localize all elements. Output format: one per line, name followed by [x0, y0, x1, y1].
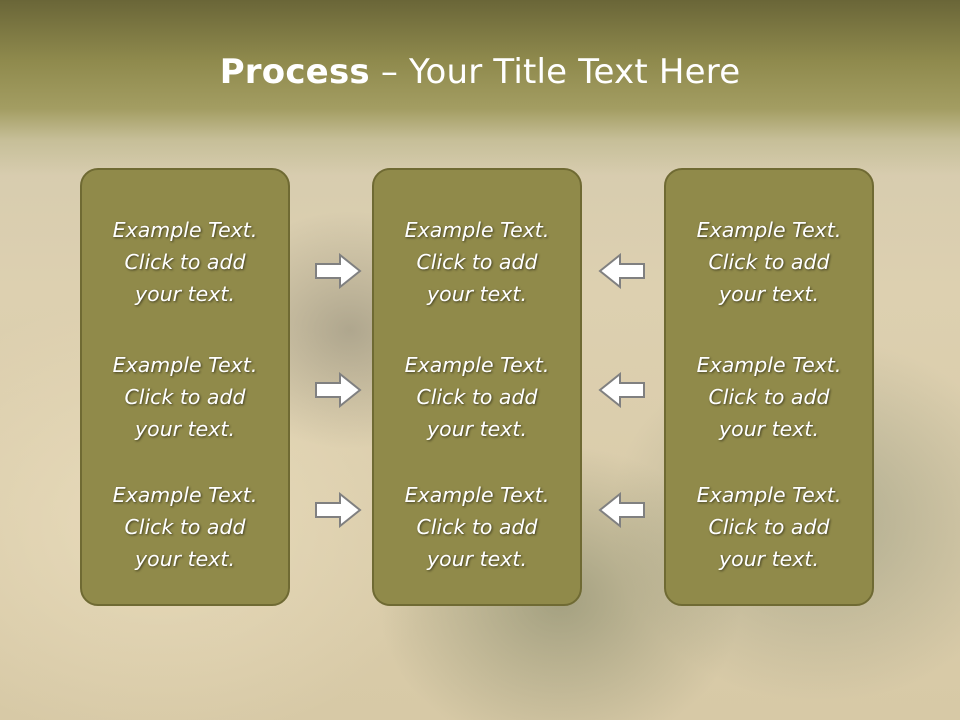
- text-line: your text.: [427, 282, 527, 306]
- text-line: Example Text.: [696, 218, 842, 242]
- text-block[interactable]: Example Text. Click to add your text.: [82, 479, 288, 575]
- text-line: Example Text.: [696, 483, 842, 507]
- text-line: Click to add: [416, 385, 538, 409]
- text-line: your text.: [427, 547, 527, 571]
- text-line: Example Text.: [404, 218, 550, 242]
- text-block[interactable]: Example Text. Click to add your text.: [374, 214, 580, 310]
- text-line: your text.: [135, 282, 235, 306]
- text-line: Example Text.: [404, 483, 550, 507]
- text-line: Click to add: [416, 250, 538, 274]
- text-line: your text.: [719, 547, 819, 571]
- text-block[interactable]: Example Text. Click to add your text.: [374, 349, 580, 445]
- left-arrow-icon: [598, 253, 645, 289]
- text-line: Example Text.: [404, 353, 550, 377]
- left-arrow-icon: [598, 372, 645, 408]
- text-block[interactable]: Example Text. Click to add your text.: [374, 479, 580, 575]
- text-line: your text.: [719, 282, 819, 306]
- text-block[interactable]: Example Text. Click to add your text.: [666, 479, 872, 575]
- text-line: your text.: [427, 417, 527, 441]
- text-line: Click to add: [124, 385, 246, 409]
- text-line: Example Text.: [696, 353, 842, 377]
- right-arrow-icon: [315, 253, 362, 289]
- text-line: Click to add: [416, 515, 538, 539]
- text-block[interactable]: Example Text. Click to add your text.: [666, 349, 872, 445]
- process-box-center[interactable]: Example Text. Click to add your text. Ex…: [372, 168, 582, 606]
- text-block[interactable]: Example Text. Click to add your text.: [82, 214, 288, 310]
- text-line: Click to add: [708, 250, 830, 274]
- title-rest: – Your Title Text Here: [369, 52, 741, 92]
- right-arrow-icon: [315, 492, 362, 528]
- right-arrow-icon: [315, 372, 362, 408]
- text-line: Click to add: [124, 250, 246, 274]
- text-line: your text.: [719, 417, 819, 441]
- title-strong: Process: [219, 52, 370, 92]
- text-line: Click to add: [124, 515, 246, 539]
- text-line: Example Text.: [112, 483, 258, 507]
- process-box-left[interactable]: Example Text. Click to add your text. Ex…: [80, 168, 290, 606]
- text-line: Example Text.: [112, 353, 258, 377]
- text-line: your text.: [135, 547, 235, 571]
- slide-title[interactable]: Process – Your Title Text Here: [0, 52, 960, 92]
- header-band: [0, 0, 960, 175]
- text-line: Click to add: [708, 515, 830, 539]
- text-line: Click to add: [708, 385, 830, 409]
- process-box-right[interactable]: Example Text. Click to add your text. Ex…: [664, 168, 874, 606]
- left-arrow-icon: [598, 492, 645, 528]
- text-line: your text.: [135, 417, 235, 441]
- text-line: Example Text.: [112, 218, 258, 242]
- text-block[interactable]: Example Text. Click to add your text.: [82, 349, 288, 445]
- text-block[interactable]: Example Text. Click to add your text.: [666, 214, 872, 310]
